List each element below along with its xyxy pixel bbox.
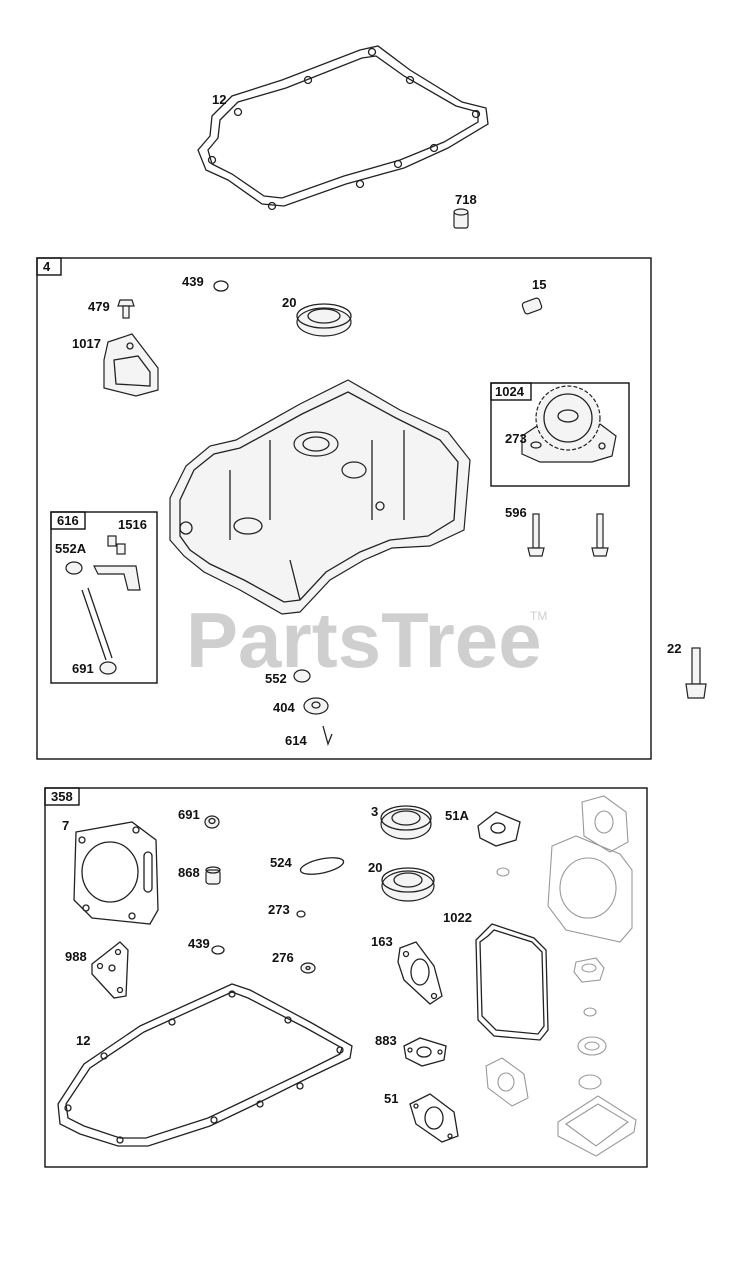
part-pin-614: [322, 725, 333, 747]
label-part-273-box358: 273: [268, 902, 290, 917]
label-part-691-box616: 691: [72, 661, 94, 676]
label-part-51: 51: [384, 1091, 398, 1106]
label-part-524: 524: [270, 855, 292, 870]
part-oring-524: [299, 857, 345, 875]
part-gasket-883: [403, 1037, 447, 1067]
label-part-691: 691: [178, 807, 200, 822]
label-part-988: 988: [65, 949, 87, 964]
label-part-12-top: 12: [212, 92, 226, 107]
part-washer-404: [303, 697, 329, 715]
part-bolt-479: [117, 299, 135, 319]
part-plug-15: [521, 297, 543, 315]
part-head-gasket-7: [73, 821, 159, 925]
label-part-51A: 51A: [445, 808, 469, 823]
group-tag-358: [44, 787, 80, 806]
group-number-616: 616: [57, 513, 79, 528]
part-gasket-51: [409, 1093, 459, 1143]
label-part-12: 12: [76, 1033, 90, 1048]
part-screw-596: [527, 513, 609, 557]
label-part-439: 439: [182, 274, 204, 289]
group-frame-4: [36, 257, 652, 760]
part-gasket-51A: [477, 811, 521, 847]
part-seal-691: [204, 815, 220, 829]
group-tag-1024: [490, 382, 532, 401]
part-crankcase-cover: [169, 379, 471, 615]
group-frame-1024: [490, 382, 630, 487]
group-number-1024: 1024: [495, 384, 525, 399]
label-part-276: 276: [272, 950, 294, 965]
part-bolt-22: [685, 647, 707, 699]
label-part-404: 404: [273, 700, 295, 715]
group-number-4: 4: [43, 259, 51, 274]
part-seal-20-box358: [381, 867, 435, 902]
label-part-552: 552: [265, 671, 287, 686]
part-552: [293, 669, 311, 683]
label-part-552A: 552A: [55, 541, 87, 556]
label-part-479: 479: [88, 299, 110, 314]
label-part-20: 20: [282, 295, 296, 310]
group-frame-616: [50, 511, 158, 684]
part-seal-20: [296, 303, 352, 337]
label-part-15: 15: [532, 277, 546, 292]
label-part-883: 883: [375, 1033, 397, 1048]
part-pin-718: [453, 208, 469, 229]
part-gasket-163: [397, 941, 443, 1005]
label-part-163: 163: [371, 934, 393, 949]
part-gasket-12: [57, 983, 353, 1147]
part-oring-273-box4: [530, 441, 542, 449]
label-part-596: 596: [505, 505, 527, 520]
part-oil-pump-gear: [521, 385, 617, 463]
part-small-oring: [496, 867, 510, 877]
group-tag-616: [50, 511, 86, 530]
ghost-parts: [485, 795, 637, 1157]
part-gasket-1022: [475, 923, 549, 1041]
part-seal-3: [380, 805, 432, 840]
part-oring-439: [213, 280, 229, 292]
label-part-1017: 1017: [72, 336, 101, 351]
label-part-868: 868: [178, 865, 200, 880]
part-plate-988: [91, 941, 129, 999]
part-seal-868: [205, 866, 221, 885]
part-oring-439-box358: [211, 945, 225, 955]
part-gasket-12-top: [197, 45, 489, 211]
watermark-trademark: TM: [530, 609, 547, 623]
label-part-614: 614: [285, 733, 307, 748]
label-part-718: 718: [455, 192, 477, 207]
label-part-439-box358: 439: [188, 936, 210, 951]
label-part-7: 7: [62, 818, 69, 833]
label-part-1516: 1516: [118, 517, 147, 532]
group-tag-4: [36, 257, 62, 276]
group-number-358: 358: [51, 789, 73, 804]
label-part-1022: 1022: [443, 910, 472, 925]
group-frame-358: [44, 787, 648, 1168]
part-oring-273: [296, 910, 306, 918]
part-governor-assembly: [65, 535, 141, 675]
label-part-3: 3: [371, 804, 378, 819]
watermark: PartsTree: [186, 596, 542, 684]
label-part-273: 273: [505, 431, 527, 446]
part-bracket-1017: [103, 333, 159, 397]
label-part-22: 22: [667, 641, 681, 656]
label-part-20-box358: 20: [368, 860, 382, 875]
part-washer-276: [300, 962, 316, 974]
